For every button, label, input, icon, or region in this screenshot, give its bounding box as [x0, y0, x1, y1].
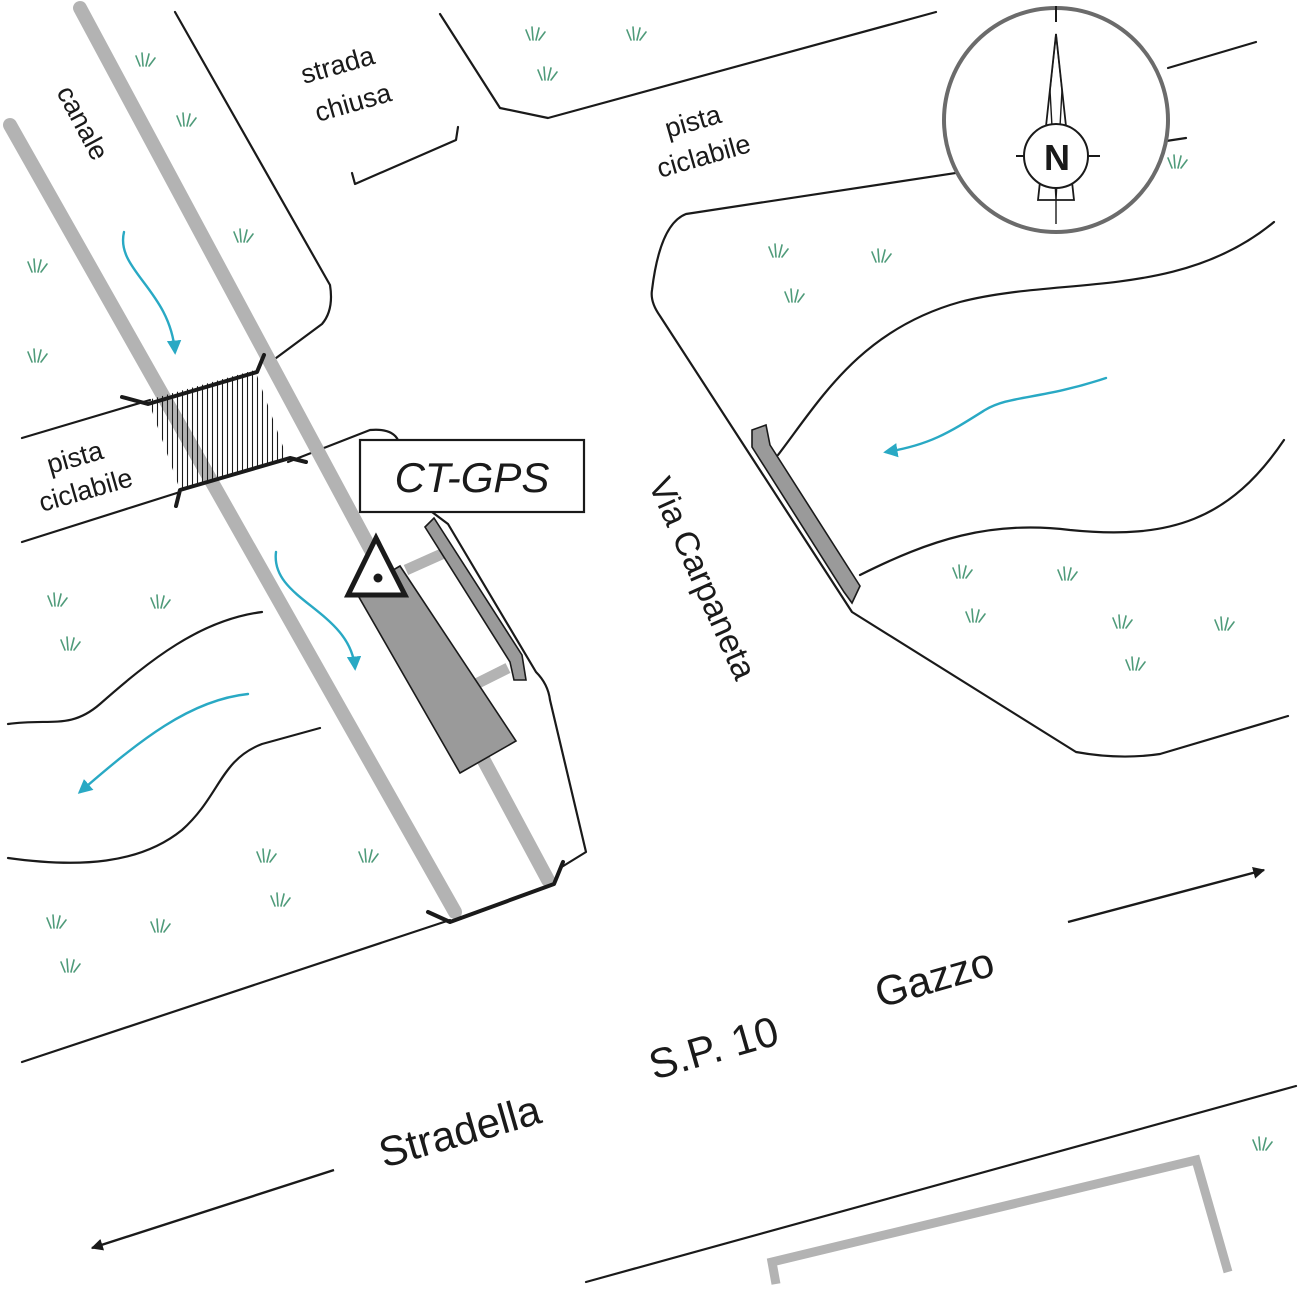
- grass-tuft-icon: [47, 592, 68, 607]
- main-road-north-edge: [20, 918, 452, 1064]
- closed-road-edge: [438, 10, 938, 120]
- grass-tuft-icon: [60, 958, 81, 973]
- side-road-label: Via Carpaneta: [641, 472, 764, 686]
- station-ramp: [423, 516, 527, 681]
- w-bike-path-edge-top: [20, 398, 152, 440]
- grass-tuft-icon: [1167, 154, 1188, 169]
- grass-tuft-icon: [952, 564, 973, 579]
- grass-tuft-icon: [1057, 566, 1078, 581]
- south-building-wall: [766, 1154, 1233, 1285]
- grass-tuft-icon: [27, 348, 48, 363]
- ne-ditch-north: [776, 220, 1276, 457]
- water-flow-arrow-icon: [77, 692, 250, 794]
- water-flow-arrow-icon: [883, 376, 1108, 458]
- main-road-west-label: Stradella: [374, 1086, 547, 1177]
- closed-road-barrier: [350, 125, 460, 186]
- grass-tuft-icon: [525, 26, 546, 41]
- grass-tuft-icon: [150, 594, 171, 609]
- gnss-station-triangle-icon: [343, 532, 410, 598]
- grass-tuft-icon: [1252, 1136, 1273, 1151]
- bike-bridge: [120, 353, 308, 508]
- traffic-direction-arrow-icon: [1067, 866, 1266, 924]
- grass-tuft-icon: [1112, 614, 1133, 629]
- station-label: CT-GPS: [358, 438, 586, 514]
- grass-tuft-icon: [233, 228, 254, 243]
- grass-tuft-icon: [176, 112, 197, 127]
- compass-north-label: N: [1044, 137, 1070, 178]
- w-bike-path-edge-right: [286, 428, 400, 464]
- water-flow-arrow-icon: [121, 230, 182, 355]
- nw-field-edge: [173, 10, 333, 366]
- ne-culvert-plate: [751, 423, 861, 605]
- main-road-number-label: S.P. 10: [644, 1007, 784, 1089]
- ne-bike-path-edge: [1166, 40, 1258, 70]
- road-edges: [20, 10, 1298, 1284]
- grass-tuft-icon: [537, 66, 558, 81]
- ditches: [6, 220, 1286, 864]
- grass-tuft-icon: [871, 248, 892, 263]
- grass-tuft-icon: [1214, 616, 1235, 631]
- canal-outlet-culvert: [426, 860, 565, 924]
- grass-tuft-icon: [270, 892, 291, 907]
- grass-tuft-icon: [965, 608, 986, 623]
- bridge-south-rail: [174, 456, 308, 508]
- main-road-east-label: Gazzo: [870, 938, 1000, 1017]
- grass-tuft-icon: [1125, 656, 1146, 671]
- map-labels: canale strada chiusa pista ciclabile pis…: [35, 40, 999, 1177]
- canal-bank-west: [3, 118, 462, 919]
- closed-road-label-2: chiusa: [311, 77, 395, 128]
- grass-tuft-icon: [768, 243, 789, 258]
- sw-ditch-north: [6, 610, 264, 726]
- grass-tuft-icon: [60, 636, 81, 651]
- grass-tuft-icon: [27, 258, 48, 273]
- canal-label: canale: [51, 81, 115, 165]
- north-compass-icon: N: [942, 6, 1170, 234]
- station-parcel-edge: [430, 510, 588, 870]
- w-bike-path-edge-bottom: [20, 490, 182, 544]
- grass-tuft-icon: [46, 914, 67, 929]
- grass-tuft-icon: [358, 848, 379, 863]
- main-road-south-edge: [584, 1084, 1298, 1284]
- water-flow-arrow-icon: [274, 550, 362, 671]
- grass-tuft-icon: [135, 52, 156, 67]
- bridge-north-rail: [120, 353, 266, 406]
- grass-tuft-icon: [626, 26, 647, 41]
- ne-ditch-south: [858, 438, 1286, 577]
- station-label-text: CT-GPS: [395, 454, 550, 501]
- traffic-direction-arrow-icon: [90, 1168, 335, 1251]
- grass-tuft-icon: [256, 848, 277, 863]
- grass-tuft-icon: [150, 918, 171, 933]
- ne-field-edge: [650, 136, 1290, 758]
- sw-ditch-south: [6, 726, 322, 864]
- traffic-arrows: [90, 866, 1266, 1251]
- water-flow-arrows: [77, 230, 1108, 794]
- grass-tuft-icon: [784, 288, 805, 303]
